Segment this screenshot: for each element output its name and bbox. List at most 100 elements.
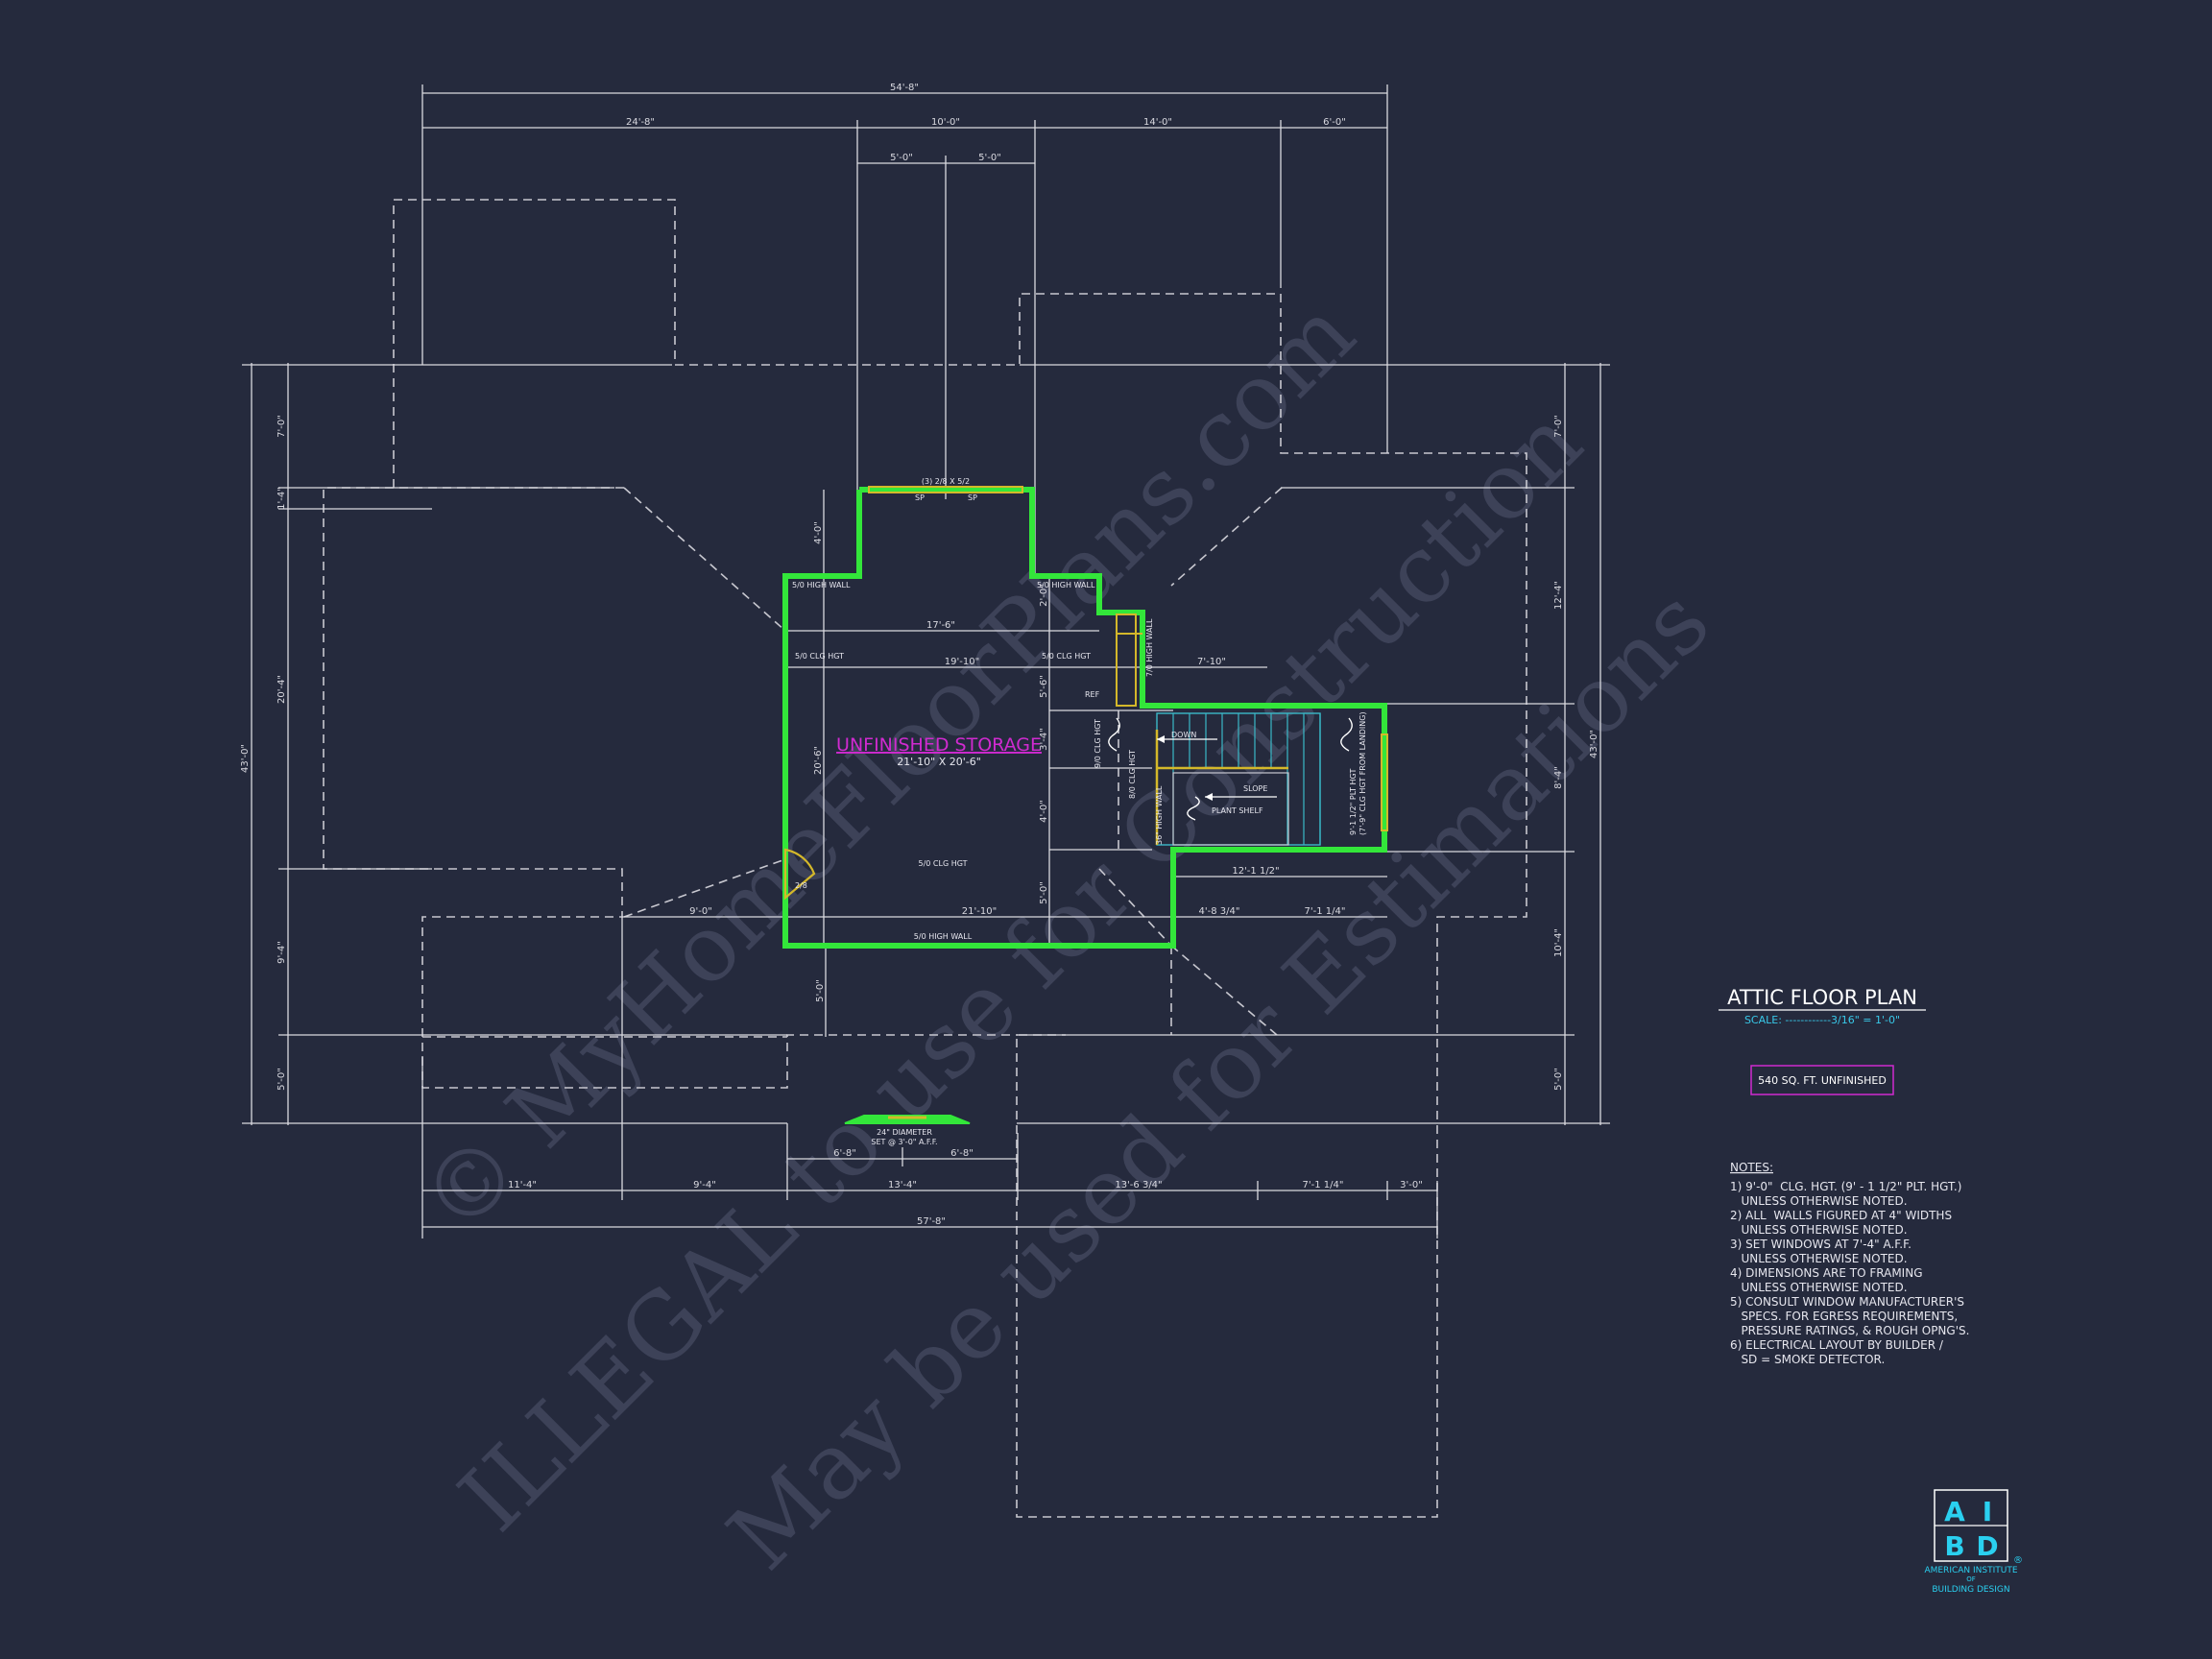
dim-in-7-10: 7'-10" (1197, 657, 1226, 667)
dim-bot-g: 6'-8" (833, 1148, 856, 1159)
logo-letter-b: B (1944, 1530, 1964, 1562)
label-stair-note1: 9'-1 1/2" PLT HGT (1349, 769, 1358, 835)
label-stair-note2: (7'-9" CLG HGT FROM LANDING) (1358, 711, 1367, 835)
lower-floor-outline (323, 199, 1527, 1518)
dim-in-7-1: 7'-1 1/4" (1305, 906, 1346, 917)
label-clg-left: 5/0 CLG HGT (795, 652, 844, 661)
note-line-11: PRESSURE RATINGS, & ROUGH OPNG'S. (1730, 1324, 1969, 1337)
roof-hip-tr (1170, 487, 1283, 587)
note-line-12: 6) ELECTRICAL LAYOUT BY BUILDER / (1730, 1338, 1944, 1352)
dim-bot-c: 13'-4" (888, 1180, 917, 1190)
label-sp1: SP (915, 493, 925, 502)
title-block: ATTIC FLOOR PLAN SCALE: ------------3/16… (1719, 986, 1926, 1095)
roof-ridge-b (1098, 868, 1172, 947)
logo-letter-d: D (1976, 1530, 1998, 1562)
logo-line3: BUILDING DESIGN (1932, 1585, 2009, 1595)
dim-bot-b: 9'-4" (693, 1180, 716, 1190)
note-line-8: UNLESS OTHERWISE NOTED. (1730, 1281, 1908, 1294)
notes-heading: NOTES: (1730, 1161, 1773, 1174)
dim-bot-e: 7'-1 1/4" (1303, 1180, 1344, 1190)
window-top (868, 486, 1023, 493)
dim-top-d: 6'-0" (1323, 117, 1346, 128)
watermark: © MyHomeFloorPlans.com ILLEGAL to use fo… (400, 279, 1730, 1590)
label-vent1: 24" DIAMETER (877, 1128, 932, 1137)
room-size: 21'-10" X 20'-6" (897, 756, 981, 768)
dim-v-4-0a: 4'-0" (813, 521, 824, 544)
roof-hip-tl (623, 487, 786, 632)
dim-left-a: 7'-0" (276, 415, 287, 438)
note-line-2: UNLESS OTHERWISE NOTED. (1730, 1194, 1908, 1208)
dim-left-b: 1'-4" (276, 487, 287, 510)
note-line-13: SD = SMOKE DETECTOR. (1730, 1353, 1885, 1366)
logo-reg: ® (2013, 1555, 2023, 1566)
dim-left-e: 5'-0" (276, 1068, 287, 1091)
outline-left-lower (323, 487, 1018, 1089)
dim-top-b: 10'-0" (931, 117, 960, 128)
dim-v-5-0a: 5'-0" (1039, 881, 1049, 904)
label-high-wall-right: 5/0 HIGH WALL (1037, 581, 1095, 589)
dim-in-17-6: 17'-6" (926, 620, 955, 631)
note-line-9: 5) CONSULT WINDOW MANUFACTURER'S (1730, 1295, 1964, 1309)
dim-right-d: 10'-4" (1553, 928, 1564, 957)
room-labels: UNFINISHED STORAGE 21'-10" X 20'-6" (3) … (792, 477, 1367, 1146)
label-door: 2/8 (795, 881, 807, 890)
dim-v-5-0b: 5'-0" (815, 979, 826, 1002)
door-swing (783, 848, 816, 901)
note-line-4: UNLESS OTHERWISE NOTED. (1730, 1223, 1908, 1237)
logo-line1: AMERICAN INSTITUTE (1924, 1566, 2017, 1575)
area-box (1750, 1065, 1894, 1095)
logo-line2: OF (1966, 1575, 1976, 1583)
dim-v-20-6: 20'-6" (813, 746, 824, 775)
note-line-3: 2) ALL WALLS FIGURED AT 4" WIDTHS (1730, 1209, 1952, 1222)
logo-letter-i: I (1983, 1496, 1992, 1527)
dim-in-19-10: 19'-10" (945, 657, 979, 667)
window-stair (1381, 733, 1388, 831)
dim-top-f: 5'-0" (978, 153, 1001, 163)
label-down: DOWN (1171, 731, 1196, 739)
dim-left-c: 20'-4" (276, 675, 287, 704)
dim-in-9-0: 9'-0" (689, 906, 712, 917)
stair-treads (1172, 713, 1321, 845)
note-line-6: UNLESS OTHERWISE NOTED. (1730, 1252, 1908, 1265)
plant-shelf (1172, 772, 1289, 846)
break-line-3 (1340, 717, 1353, 752)
roof-hip-br (1170, 945, 1278, 1036)
outline-left-wing (393, 199, 1527, 1518)
note-line-7: 4) DIMENSIONS ARE TO FRAMING (1730, 1266, 1923, 1280)
note-line-5: 3) SET WINDOWS AT 7'-4" A.F.F. (1730, 1238, 1911, 1251)
label-high-wall-36: 36" HIGH WALL (1155, 785, 1164, 845)
dim-top-a: 24'-8" (626, 117, 655, 128)
label-window-top: (3) 2/8 X 5/2 (922, 477, 970, 486)
dim-v-4-0b: 4'-0" (1039, 800, 1049, 823)
plan-title: ATTIC FLOOR PLAN (1727, 986, 1917, 1009)
label-ref: REF (1085, 690, 1100, 699)
label-clg-right: 5/0 CLG HGT (1042, 652, 1091, 661)
dim-top-overall: 54'-8" (890, 83, 919, 93)
dim-right-b: 12'-4" (1553, 581, 1564, 610)
label-clg-9: 9/0 CLG HGT (1094, 719, 1102, 768)
break-line-1 (1108, 717, 1120, 752)
dimension-lines (242, 84, 1610, 1238)
dim-v-2-0: 2'-0" (1039, 584, 1049, 607)
railing-closet (1116, 613, 1137, 707)
dim-bot-overall: 57'-8" (917, 1216, 946, 1227)
dim-bot-a: 11'-4" (508, 1180, 537, 1190)
room-name: UNFINISHED STORAGE (836, 734, 1042, 756)
attic-walls (782, 486, 1388, 1124)
label-plant-shelf: PLANT SHELF (1212, 806, 1263, 815)
dim-left-d: 9'-4" (276, 941, 287, 964)
label-high-wall-7: 7/0 HIGH WALL (1145, 618, 1154, 677)
down-arrow-head (1157, 735, 1165, 743)
dim-in-4-8: 4'-8 3/4" (1199, 906, 1240, 917)
dim-v-5-6: 5'-6" (1039, 675, 1049, 698)
dim-right-a: 7'-0" (1553, 415, 1564, 438)
label-vent2: SET @ 3'-0" A.F.F. (871, 1138, 937, 1146)
plan-scale: SCALE: ------------3/16" = 1'-0" (1744, 1014, 1900, 1026)
label-slope: SLOPE (1243, 784, 1267, 793)
dim-right-overall: 43'-0" (1589, 730, 1599, 758)
dim-bot-d: 13'-6 3/4" (1115, 1180, 1162, 1190)
dim-bot-f: 3'-0" (1400, 1180, 1423, 1190)
dim-bot-h: 6'-8" (950, 1148, 974, 1159)
dim-top-c: 14'-0" (1143, 117, 1172, 128)
